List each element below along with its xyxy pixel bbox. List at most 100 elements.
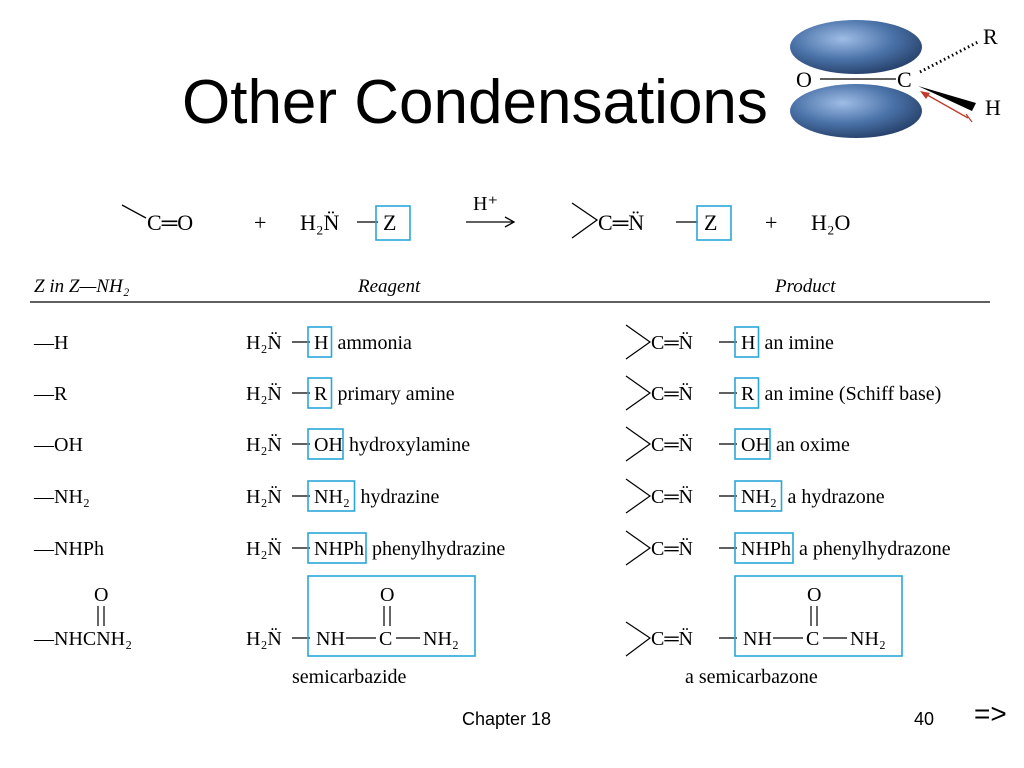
row-z-group: —H [33,332,68,354]
semicarbazide-reagent-c: C [379,628,392,650]
semicarbazide-reagent-nh2: NH₂ [423,628,459,650]
carbonyl-r-label: R [983,24,998,49]
row-z-group: —R [33,383,68,405]
reaction-plus-2: + [765,210,777,235]
row-product-bonds [625,530,652,566]
row-reagent-group: R [314,383,328,405]
slide-title: Other Condensations [182,68,768,137]
row-reagent-group-box [307,377,333,409]
header-product-col: Product [774,276,836,297]
reaction-z-label: Z [383,210,396,235]
reaction-product-z-label: Z [704,210,717,235]
row-product-group-box [734,428,771,460]
row-product-prefix: C═N̈ [651,331,693,354]
row-reagent-group-box [307,326,333,358]
row-product-group: H [741,332,755,354]
row-reagent-group-box [307,532,367,564]
semicarbazide-reagent-box [307,575,476,657]
carbonyl-carbon-label: C [897,67,912,92]
row-reagent-prefix: H₂N̈ [246,331,282,354]
row-product-bonds [625,478,652,514]
semicarbazone-product-name: a semicarbazone [685,666,818,688]
header-reagent-col: Reagent [357,276,421,297]
carbonyl-h-label: H [985,95,1001,120]
row-product-group: OH [741,434,770,456]
reaction-equation: C═O + H₂N̈ Z H⁺ C═N̈ Z + H₂O [121,193,850,241]
semicarbazide-reagent-name: semicarbazide [292,666,406,688]
row-product-group: NHPh [741,538,791,560]
row-product-bonds [625,426,652,462]
carbonyl-orbital-figure: O C R H [790,20,1001,138]
reaction-product-prefix: C═N̈ [598,210,644,235]
row-z-group: —OH [33,434,83,456]
row-reagent-prefix: H₂N̈ [246,537,282,560]
semicarbazide-z: —NHCNH₂ [33,628,132,650]
row-product-group: NH₂ [741,486,777,508]
reaction-z-box [375,205,411,241]
reaction-amine-prefix: H₂N̈ [300,210,340,235]
row-reagent-group-box [307,480,356,512]
semicarbazone-product-nh2: NH₂ [850,628,886,650]
row-reagent-name: hydroxylamine [349,434,470,456]
semicarbazone-product-bonds [625,621,652,657]
semicarbazone-product-prefix: C═N̈ [651,627,693,650]
row-product-group-box [734,480,783,512]
reaction-product-z-box [696,205,732,241]
reactant-carbonyl-bond [121,204,147,219]
row-product-prefix: C═N̈ [651,537,693,560]
header-z-col: Z in Z—NH₂ [34,276,130,297]
semicarbazone-product-oxygen: O [807,584,821,606]
row-reagent-name: ammonia [338,332,413,354]
table-header: Z in Z—NH₂ Reagent Product [34,276,836,297]
product-bonds [571,202,599,239]
row-reagent-group: NHPh [314,538,364,560]
row-product-name: an imine (Schiff base) [765,383,942,405]
reaction-arrow-head [504,216,516,228]
semicarbazone-product-c: C [806,628,819,650]
reaction-plus-1: + [254,210,266,235]
reactant-carbonyl: C═O [147,210,193,235]
wedge-bond [918,86,976,111]
orbital-lobe-top [790,20,922,74]
row-product-group: R [741,383,755,405]
row-reagent-name: phenylhydrazine [372,538,505,560]
row-reagent-prefix: H₂N̈ [246,382,282,405]
carbonyl-oxygen-label: O [796,67,812,92]
row-product-name: an imine [765,332,835,354]
reaction-water: H₂O [811,210,850,235]
semicarbazone-product-box [734,575,903,657]
footer-page-number: 40 [914,709,935,729]
row-reagent-group: OH [314,434,343,456]
row-z-group: —NHPh [33,538,104,560]
row-product-group-box [734,377,760,409]
row-product-prefix: C═N̈ [651,433,693,456]
row-reagent-group-box [307,428,344,460]
row-reagent-group: NH₂ [314,486,350,508]
row-product-bonds [625,375,652,411]
table-row-semicarbazide: O —NHCNH₂ H₂N̈ NH C NH₂ O semicarbazide … [33,575,903,688]
row-product-prefix: C═N̈ [651,382,693,405]
reaction-catalyst: H⁺ [473,193,498,215]
row-product-group-box [734,326,760,358]
semicarbazide-reagent-nh: NH [316,628,345,650]
row-product-bonds [625,324,652,360]
row-reagent-name: hydrazine [361,486,440,508]
row-product-prefix: C═N̈ [651,485,693,508]
semicarbazide-reagent-oxygen: O [380,584,394,606]
row-z-group: —NH₂ [33,486,90,508]
row-product-name: an oxime [776,434,850,456]
semicarbazide-reagent-prefix: H₂N̈ [246,627,282,650]
row-product-name: a phenylhydrazone [799,538,951,560]
row-reagent-prefix: H₂N̈ [246,433,282,456]
angle-arrow-tick [965,113,973,123]
hashed-bond [919,40,979,74]
orbital-lobe-bottom [790,84,922,138]
row-reagent-prefix: H₂N̈ [246,485,282,508]
next-slide-link[interactable]: => [974,698,1007,729]
angle-arrow [921,91,969,119]
row-product-name: a hydrazone [788,486,885,508]
semicarbazide-z-oxygen: O [94,584,108,606]
semicarbazone-product-nh: NH [743,628,772,650]
row-reagent-name: primary amine [338,383,455,405]
